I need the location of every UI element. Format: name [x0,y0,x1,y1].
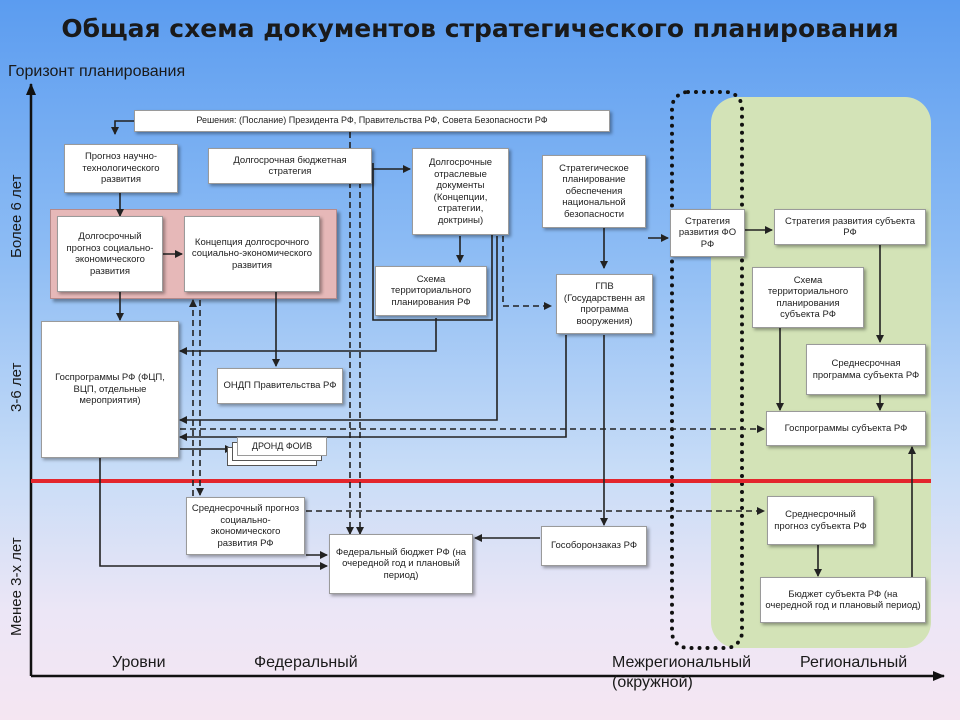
state-programs-box: Госпрограммы РФ (ФЦП, ВЦП, отдельные мер… [41,321,179,458]
subject-mid-forecast-box: Среднесрочный прогноз субъекта РФ [767,496,874,545]
interregional-level-frame [670,90,744,650]
level-federal: Федеральный [254,654,358,671]
gpv-box: ГПВ (Государственн ая программа вооружен… [556,274,653,334]
long-forecast-box: Долгосрочный прогноз социально-экономиче… [57,216,163,292]
subject-programs-box: Госпрограммы субъекта РФ [766,411,926,446]
federal-budget-box: Федеральный бюджет РФ (на очередной год … [329,534,473,594]
levels-label: Уровни [112,654,166,671]
subject-mid-program-box: Среднесрочная программа субъекта РФ [806,344,926,395]
subject-scheme-box: Схема территориального планирования субъ… [752,267,864,328]
budget-strategy-box: Долгосрочная бюджетная стратегия [208,148,372,184]
sector-docs-box: Долгосрочные отраслевые документы (Конце… [412,148,509,235]
level-interregional: Межрегиональный (окружной) [612,654,752,691]
drond-box: ДРОНД ФОИВ [237,437,327,456]
axis-title: Горизонт планирования [8,63,186,80]
subject-budget-box: Бюджет субъекта РФ (на очередной год и п… [760,577,926,623]
page-title: Общая схема документов стратегического п… [61,14,899,43]
fo-strategy-box: Стратегия развития ФО РФ [670,209,745,257]
level-regional: Региональный [800,654,908,671]
ondp-box: ОНДП Правительства РФ [217,368,343,404]
decisions-box: Решения: (Послание) Президента РФ, Прави… [134,110,610,132]
territorial-scheme-box: Схема территориального планирования РФ [375,266,487,316]
subject-strategy-box: Стратегия развития субъекта РФ [774,209,926,245]
mid-forecast-box: Среднесрочный прогноз социально-экономич… [186,497,305,555]
defense-order-box: Гособоронзаказ РФ [541,526,647,566]
concept-box: Концепция долгосрочного социально-эконом… [184,216,320,292]
forecast-tech-box: Прогноз научно-технологического развития [64,144,178,193]
axes [26,83,945,681]
strategic-security-box: Стратегическое планирование обеспечения … [542,155,646,228]
